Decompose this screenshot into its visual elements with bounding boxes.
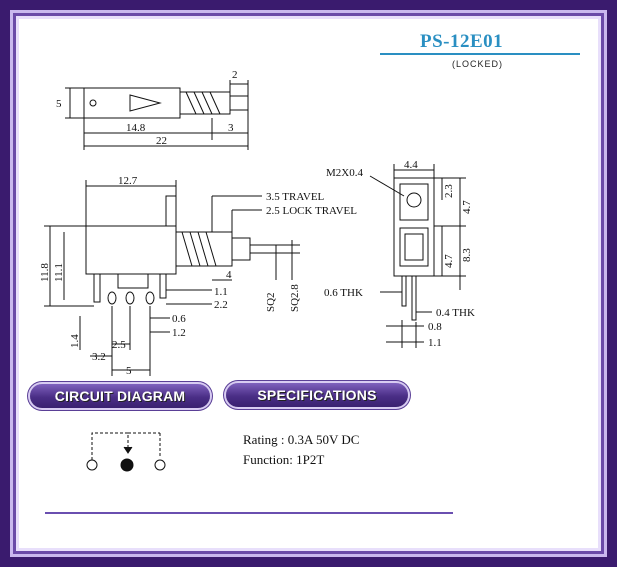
dim-top-travel-end: 3	[228, 122, 234, 134]
circuit-dashed-link	[91, 432, 129, 460]
dim-end-8-3: 8.3	[461, 248, 473, 262]
circuit-diagram	[86, 432, 166, 472]
bottom-divider	[45, 512, 453, 514]
dim-end-4-7-bottom: 4.7	[443, 254, 455, 268]
dim-side-4: 4	[226, 269, 232, 281]
circuit-diagram-header: CIRCUIT DIAGRAM	[30, 384, 210, 408]
end-body	[393, 177, 435, 277]
dim-top-total: 22	[156, 135, 167, 147]
dim-top-body: 14.8	[126, 122, 146, 134]
side-body	[85, 225, 177, 275]
dim-side-3-2: 3.2	[92, 351, 106, 363]
dim-end-1-1: 1.1	[428, 337, 442, 349]
dim-side-height-total: 11.8	[39, 263, 51, 282]
side-spring	[181, 231, 217, 267]
top-hole	[89, 99, 97, 107]
spec-function: Function: 1P2T	[243, 452, 325, 467]
circuit-terminal-2	[154, 459, 166, 471]
dim-side-2-2: 2.2	[214, 299, 228, 311]
circuit-terminal-common	[120, 458, 134, 472]
pin-1	[107, 291, 117, 305]
dim-side-2-5: 2.5	[112, 339, 126, 351]
dim-side-0-6: 0.6	[172, 313, 186, 325]
top-view	[65, 80, 249, 150]
side-foot	[117, 273, 149, 289]
side-view	[44, 180, 300, 376]
dim-end-4-7-top: 4.7	[461, 200, 473, 214]
side-plunger	[231, 237, 251, 261]
dim-side-1-2: 1.2	[172, 327, 186, 339]
top-arrow-mark	[129, 94, 162, 112]
dim-side-1-4: 1.4	[69, 334, 81, 348]
dim-side-sq2-8: SQ2.8	[289, 284, 301, 312]
top-body	[83, 87, 181, 119]
end-pin-left	[401, 276, 407, 307]
dim-end-2-3: 2.3	[443, 184, 455, 198]
dim-end-screw: M2X0.4	[326, 167, 363, 179]
circuit-terminal-1	[86, 459, 98, 471]
circuit-arrow	[123, 446, 133, 454]
dim-end-0-8: 0.8	[428, 321, 442, 333]
dim-side-travel: 3.5 TRAVEL	[266, 191, 325, 203]
dim-side-lock-travel: 2.5 LOCK TRAVEL	[266, 205, 357, 217]
part-number-title: PS-12E01	[420, 31, 504, 52]
side-leg-left	[93, 274, 101, 303]
dim-end-thk-0-4: 0.4 THK	[436, 307, 475, 319]
end-screw-hole	[406, 192, 422, 208]
dim-top-pin: 2	[232, 69, 238, 81]
dim-side-width: 12.7	[118, 175, 138, 187]
part-subtitle: (LOCKED)	[452, 59, 504, 69]
top-plunger	[229, 95, 249, 111]
dim-end-4-4: 4.4	[404, 159, 418, 171]
dim-side-sq2: SQ2	[265, 292, 277, 312]
title-underline	[380, 53, 580, 55]
dim-top-height: 5	[56, 98, 62, 110]
specifications-header: SPECIFICATIONS	[226, 383, 408, 407]
end-view	[369, 164, 466, 348]
side-tab	[165, 195, 177, 226]
spec-rating: Rating : 0.3A 50V DC	[243, 432, 360, 447]
dim-end-thk-0-6: 0.6 THK	[324, 287, 363, 299]
pin-2	[125, 291, 135, 305]
dim-side-height-body: 11.1	[53, 263, 65, 282]
dim-side-1-1: 1.1	[214, 286, 228, 298]
end-pin-right	[411, 276, 417, 321]
dim-side-5: 5	[126, 365, 132, 377]
top-spring	[185, 91, 221, 115]
pin-3	[145, 291, 155, 305]
